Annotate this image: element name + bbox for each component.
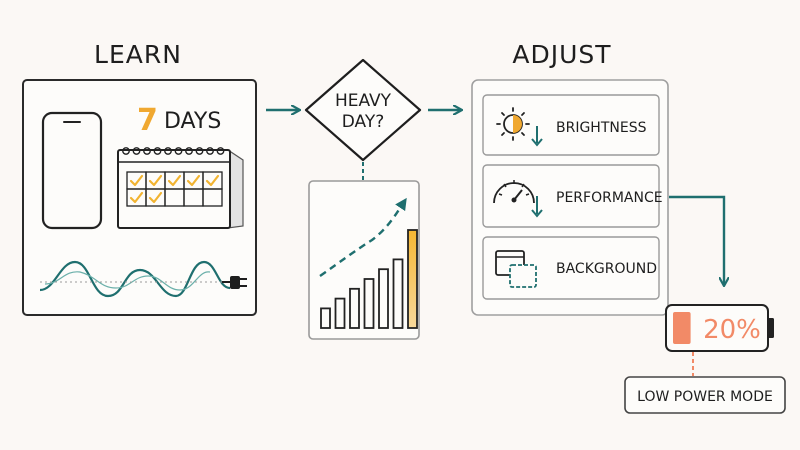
decrease-arrow-icon — [531, 196, 543, 218]
calendar-ring — [216, 147, 225, 155]
check-icon — [129, 174, 144, 187]
usage-bar — [363, 278, 375, 329]
check-icon — [129, 191, 144, 204]
arrow-performance-to-battery — [669, 195, 724, 284]
days-label: DAYS — [164, 109, 221, 134]
usage-bar — [392, 258, 404, 329]
brightness-row — [482, 94, 660, 156]
calendar-ring — [153, 147, 162, 155]
decision-diamond — [304, 58, 422, 162]
battery-percent: 20% — [703, 315, 761, 345]
usage-bars — [320, 229, 418, 329]
performance-row — [482, 164, 660, 228]
calendar-ring — [195, 147, 204, 155]
decrease-arrow-icon — [531, 126, 543, 147]
adjust-title: ADJUST — [512, 40, 611, 69]
days-number: 7 — [137, 103, 158, 138]
phone-icon — [41, 111, 103, 230]
performance-label: PERFORMANCE — [556, 190, 663, 206]
calendar-ring — [174, 147, 183, 155]
brightness-icon — [496, 107, 530, 141]
usage-waveform-icon — [39, 260, 231, 298]
check-icon — [167, 174, 182, 187]
calendar-ring — [164, 147, 172, 155]
speedometer-icon — [493, 180, 535, 204]
usage-bar — [320, 307, 331, 329]
usage-bar — [349, 287, 360, 329]
calendar-ring — [122, 147, 130, 155]
learn-title: LEARN — [94, 40, 182, 69]
check-icon — [205, 174, 220, 187]
calendar-ring — [143, 147, 151, 155]
plug-icon — [222, 276, 247, 289]
check-icon — [148, 174, 163, 187]
decision-text-line1: HEAVY — [335, 91, 392, 111]
low-power-mode-box — [624, 376, 786, 414]
calendar-ring — [185, 147, 193, 155]
trend-arrow — [319, 197, 407, 277]
low-power-mode-label: LOW POWER MODE — [637, 389, 773, 405]
calendar-ring — [132, 147, 141, 155]
battery-icon — [665, 304, 774, 352]
calendar-icon — [117, 147, 244, 229]
check-icon — [148, 191, 163, 204]
calendar-cell — [202, 188, 223, 207]
usage-bar — [334, 297, 346, 329]
calendar-ring — [206, 147, 214, 155]
check-icon — [186, 174, 201, 187]
background-label: BACKGROUND — [556, 261, 657, 277]
decision-text-line2: DAY? — [342, 112, 385, 132]
background-apps-icon — [495, 250, 537, 288]
usage-bar — [378, 268, 389, 329]
usage-bar — [407, 229, 418, 329]
brightness-label: BRIGHTNESS — [556, 120, 647, 136]
